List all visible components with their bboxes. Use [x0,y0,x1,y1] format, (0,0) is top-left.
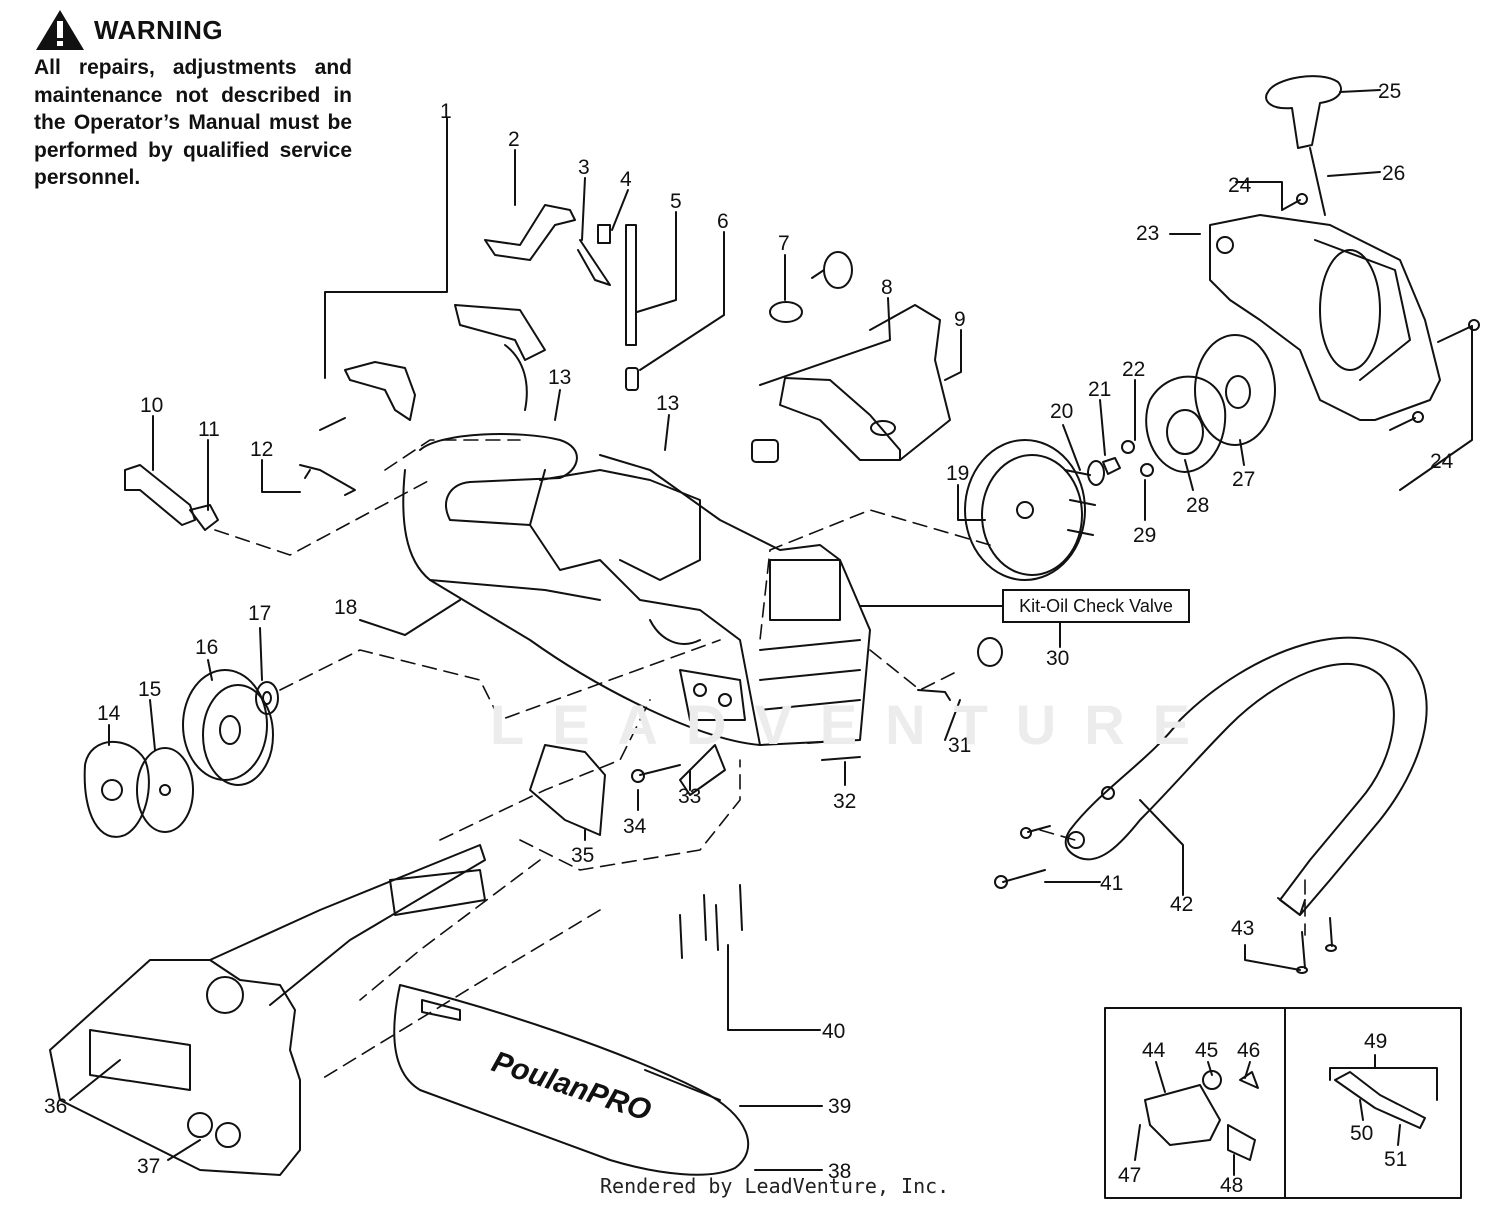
part-label: 22 [1122,358,1145,381]
part-label: 15 [138,678,161,701]
part-label: 12 [250,438,273,461]
part-label: 24 [1430,450,1454,473]
part-label: 36 [44,1095,67,1118]
part-label: 13 [548,366,571,389]
part-label: 24 [1228,174,1252,197]
part-label: 44 [1142,1039,1166,1062]
main-housing [402,433,871,746]
part-label: 47 [1118,1164,1141,1187]
part-label: 34 [623,815,647,838]
part-label: 45 [1195,1039,1218,1062]
part-label: 32 [833,790,856,813]
part-label: 31 [948,734,971,757]
render-credit: Rendered by LeadVenture, Inc. [600,1174,950,1198]
part-label: 16 [195,636,218,659]
part-label: 33 [678,785,701,808]
part-label: 8 [881,276,893,299]
part-label: 46 [1237,1039,1260,1062]
part-label: 26 [1382,162,1405,185]
part-label: 13 [656,392,679,415]
part-label: 7 [778,232,790,255]
part-label: 5 [670,190,682,213]
warning-title: WARNING [94,14,224,45]
part-label: 30 [1046,647,1069,670]
part-label: 43 [1231,917,1254,940]
part-number-labels: 1 2 3 4 5 6 7 8 9 10 11 12 13 13 14 15 1… [44,80,1454,1197]
part-label: 51 [1384,1148,1407,1171]
part-label: 49 [1364,1030,1387,1053]
part-label: 20 [1050,400,1073,423]
part-label: 21 [1088,378,1111,401]
part-label: 2 [508,128,520,151]
part-label: 1 [440,100,452,123]
part-label: 27 [1232,468,1255,491]
part-label: 40 [822,1020,845,1043]
part-label: 9 [954,308,966,331]
kit-oil-check-valve-callout: Kit-Oil Check Valve [1002,589,1190,623]
part-label: 41 [1100,872,1123,895]
part-label: 25 [1378,80,1401,103]
part-label: 3 [578,156,590,179]
part-label: 18 [334,596,357,619]
warning-text: All repairs, adjustments and maintenance… [34,56,352,189]
guide-bar-brand: PoulanPRO [488,1045,655,1127]
part-label: 42 [1170,893,1193,916]
part-label: 10 [140,394,163,417]
part-label: 37 [137,1155,160,1178]
part-label: 19 [946,462,969,485]
part-label: 6 [717,210,729,233]
part-label: 17 [248,602,271,625]
part-label: 28 [1186,494,1209,517]
part-label: 29 [1133,524,1156,547]
part-label: 35 [571,844,594,867]
warning-notice: WARNING All repairs, adjustments and mai… [34,8,352,192]
part-label: 48 [1220,1174,1243,1197]
part-label: 50 [1350,1122,1373,1145]
part-label: 23 [1136,222,1159,245]
part-label: 4 [620,168,632,191]
warning-triangle-icon [36,10,84,50]
part-label: 39 [828,1095,851,1118]
part-label: 14 [97,702,121,725]
part-label: 38 [828,1160,851,1183]
part-label: 11 [198,418,220,441]
